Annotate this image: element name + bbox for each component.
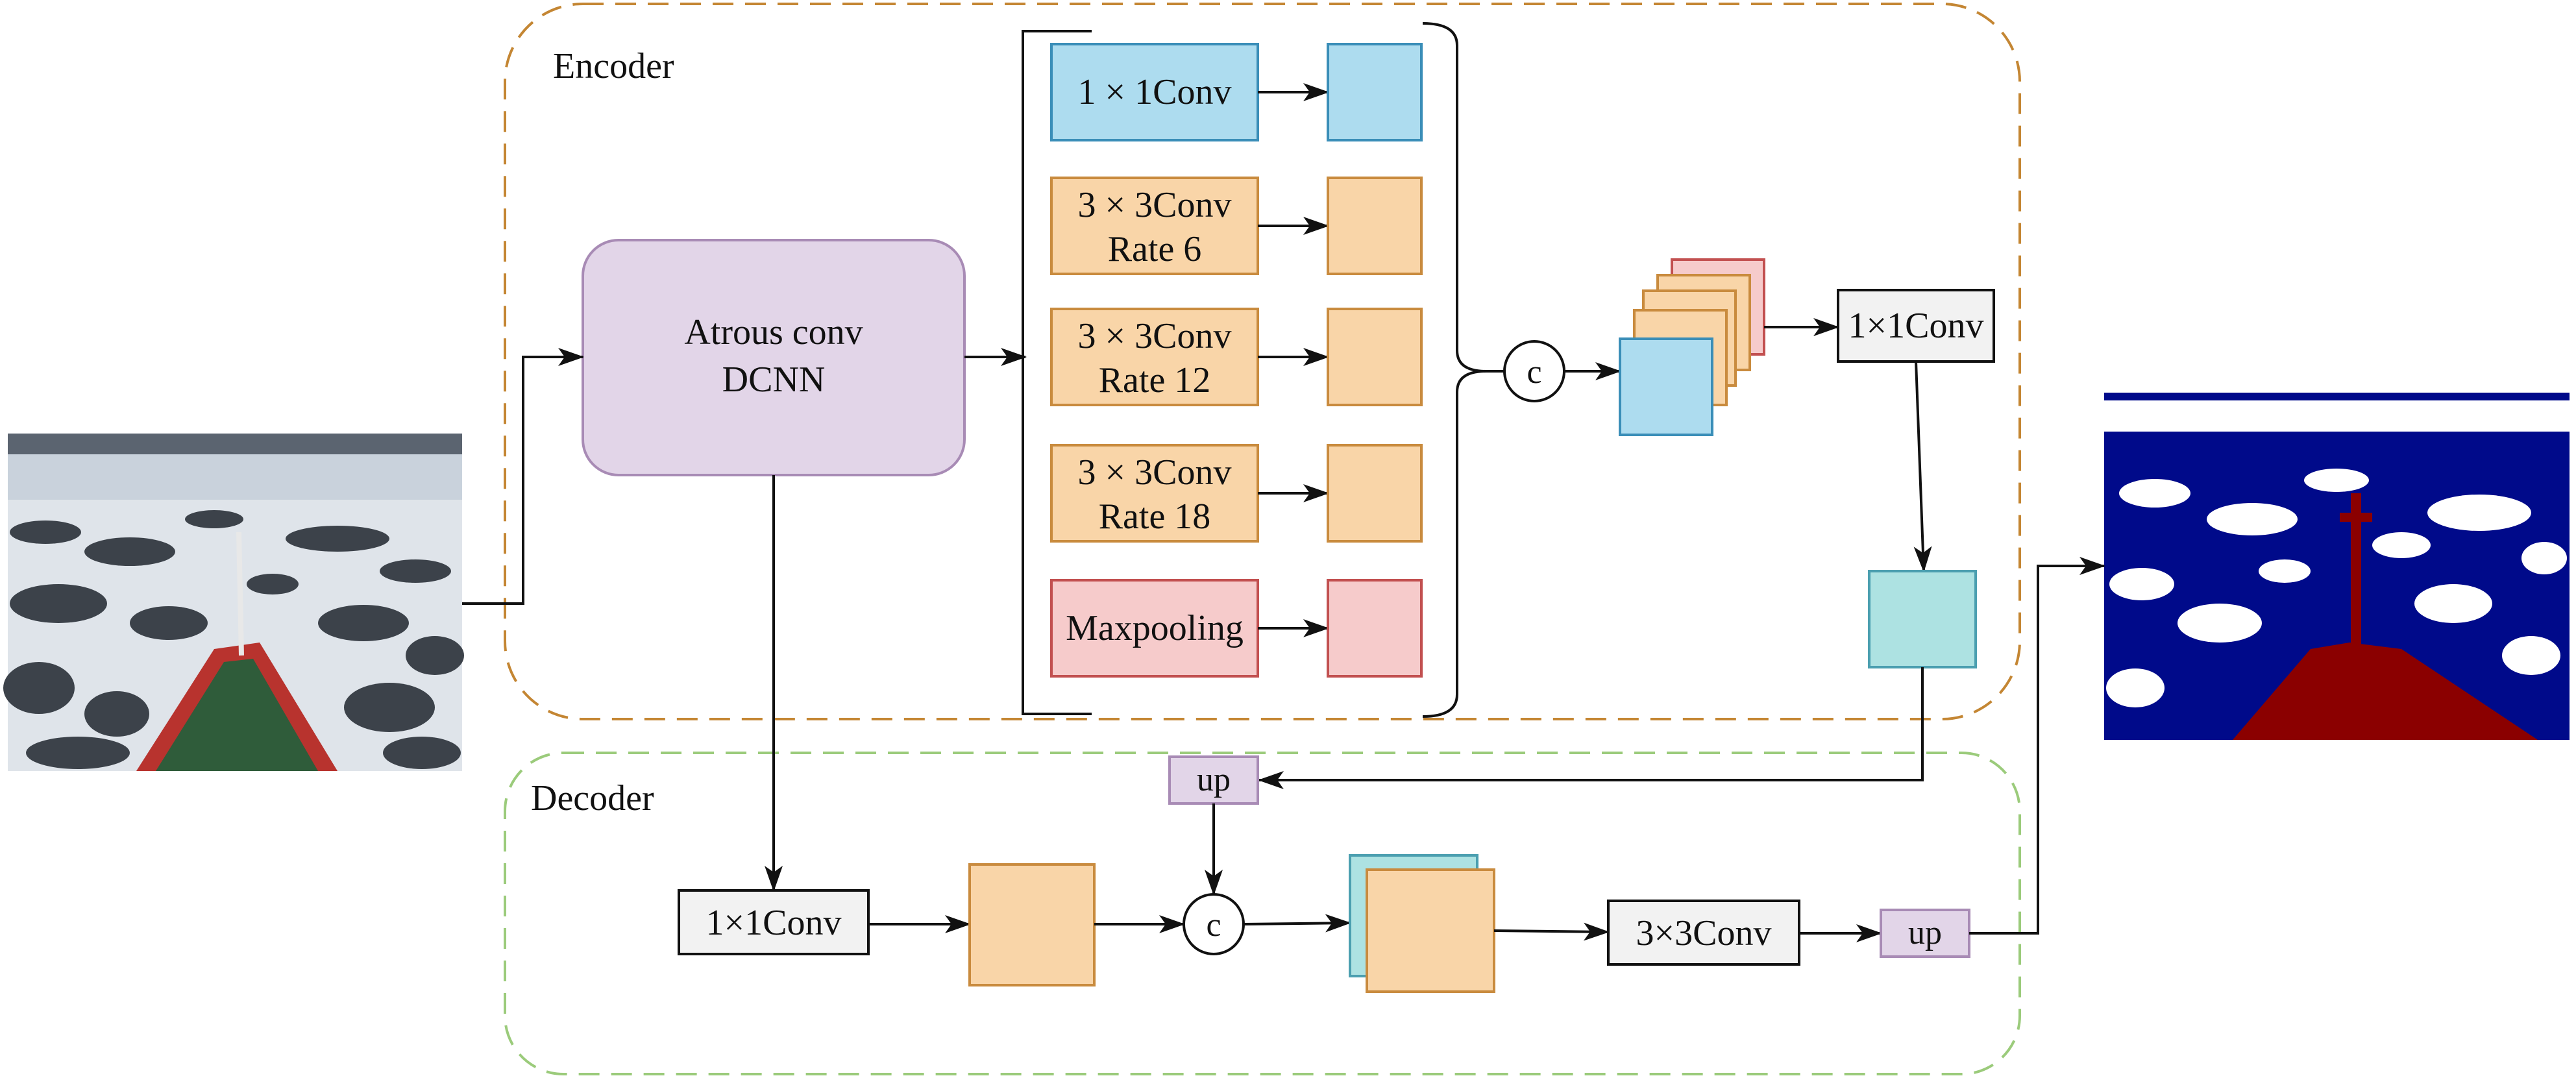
decoder-concat-symbol: c	[1206, 907, 1221, 944]
arrow-encoder-to-up	[1258, 667, 1924, 789]
decoder-conv3x3: 3×3Conv	[1607, 900, 1800, 966]
decoder-label: Decoder	[531, 778, 654, 818]
aspp-rate12-feature	[1327, 308, 1423, 406]
aspp-rate6-feature	[1327, 177, 1423, 275]
decoder-group	[504, 752, 2021, 1075]
decoder-upsample-2-label: up	[1908, 914, 1942, 951]
aspp-right-bracket	[1422, 22, 1487, 718]
aspp-rate18-label-1: 3 × 3Conv	[1078, 452, 1232, 493]
encoder-concat: c	[1503, 340, 1565, 402]
aspp-rate6-label-2: Rate 6	[1108, 229, 1202, 269]
aspp-pool-feature	[1327, 579, 1423, 678]
decoder-upsample-1: up	[1168, 755, 1259, 805]
arrow-to-output	[1969, 557, 2105, 935]
encoder-concat-symbol: c	[1527, 354, 1541, 391]
aspp-pool-label: Maxpooling	[1066, 608, 1244, 648]
aspp-rate18-label-2: Rate 18	[1099, 496, 1211, 537]
arrow-input-to-backbone	[462, 348, 584, 605]
encoder-output-feature	[1868, 570, 1977, 668]
aspp-rate6-label-1: 3 × 3Conv	[1078, 185, 1232, 225]
concat-feature-stack	[1619, 258, 1765, 436]
aspp-conv1x1-label: 1 × 1Conv	[1078, 72, 1232, 112]
aspp-conv1x1: 1 × 1Conv	[1050, 43, 1423, 141]
decoder-upsample-1-label: up	[1197, 761, 1231, 798]
decoder-conv3x3-label: 3×3Conv	[1636, 913, 1772, 953]
decoder-concat: c	[1183, 893, 1245, 955]
aspp-left-bracket	[1022, 30, 1092, 715]
aspp-rate12: 3 × 3Conv Rate 12	[1050, 308, 1423, 406]
aspp-rate12-label-1: 3 × 3Conv	[1078, 316, 1232, 356]
decoder-conv1x1-label: 1×1Conv	[706, 903, 842, 943]
aspp-rate6: 3 × 3Conv Rate 6	[1050, 177, 1423, 275]
aspp-rate18-feature	[1327, 444, 1423, 543]
backbone-label-1: Atrous conv	[684, 312, 863, 352]
decoder-concat-features	[1349, 854, 1495, 993]
aspp-rate12-label-2: Rate 12	[1099, 360, 1211, 400]
output-segmentation	[2104, 393, 2570, 740]
aspp-pool: Maxpooling	[1050, 579, 1423, 678]
backbone-block: Atrous conv DCNN	[582, 239, 966, 476]
encoder-label: Encoder	[553, 46, 674, 86]
encoder-group	[504, 3, 2021, 720]
backbone-label-2: DCNN	[722, 360, 826, 400]
input-ice-photo	[3, 434, 464, 771]
decoder-conv1x1: 1×1Conv	[678, 889, 870, 955]
aspp-conv1x1-feature	[1327, 43, 1423, 141]
encoder-out-conv: 1×1Conv	[1837, 289, 1995, 363]
decoder-upsample-2: up	[1880, 909, 1970, 958]
decoder-lowlevel-feature	[968, 863, 1096, 986]
encoder-out-conv-label: 1×1Conv	[1848, 306, 1984, 346]
aspp-rate18: 3 × 3Conv Rate 18	[1050, 444, 1423, 543]
